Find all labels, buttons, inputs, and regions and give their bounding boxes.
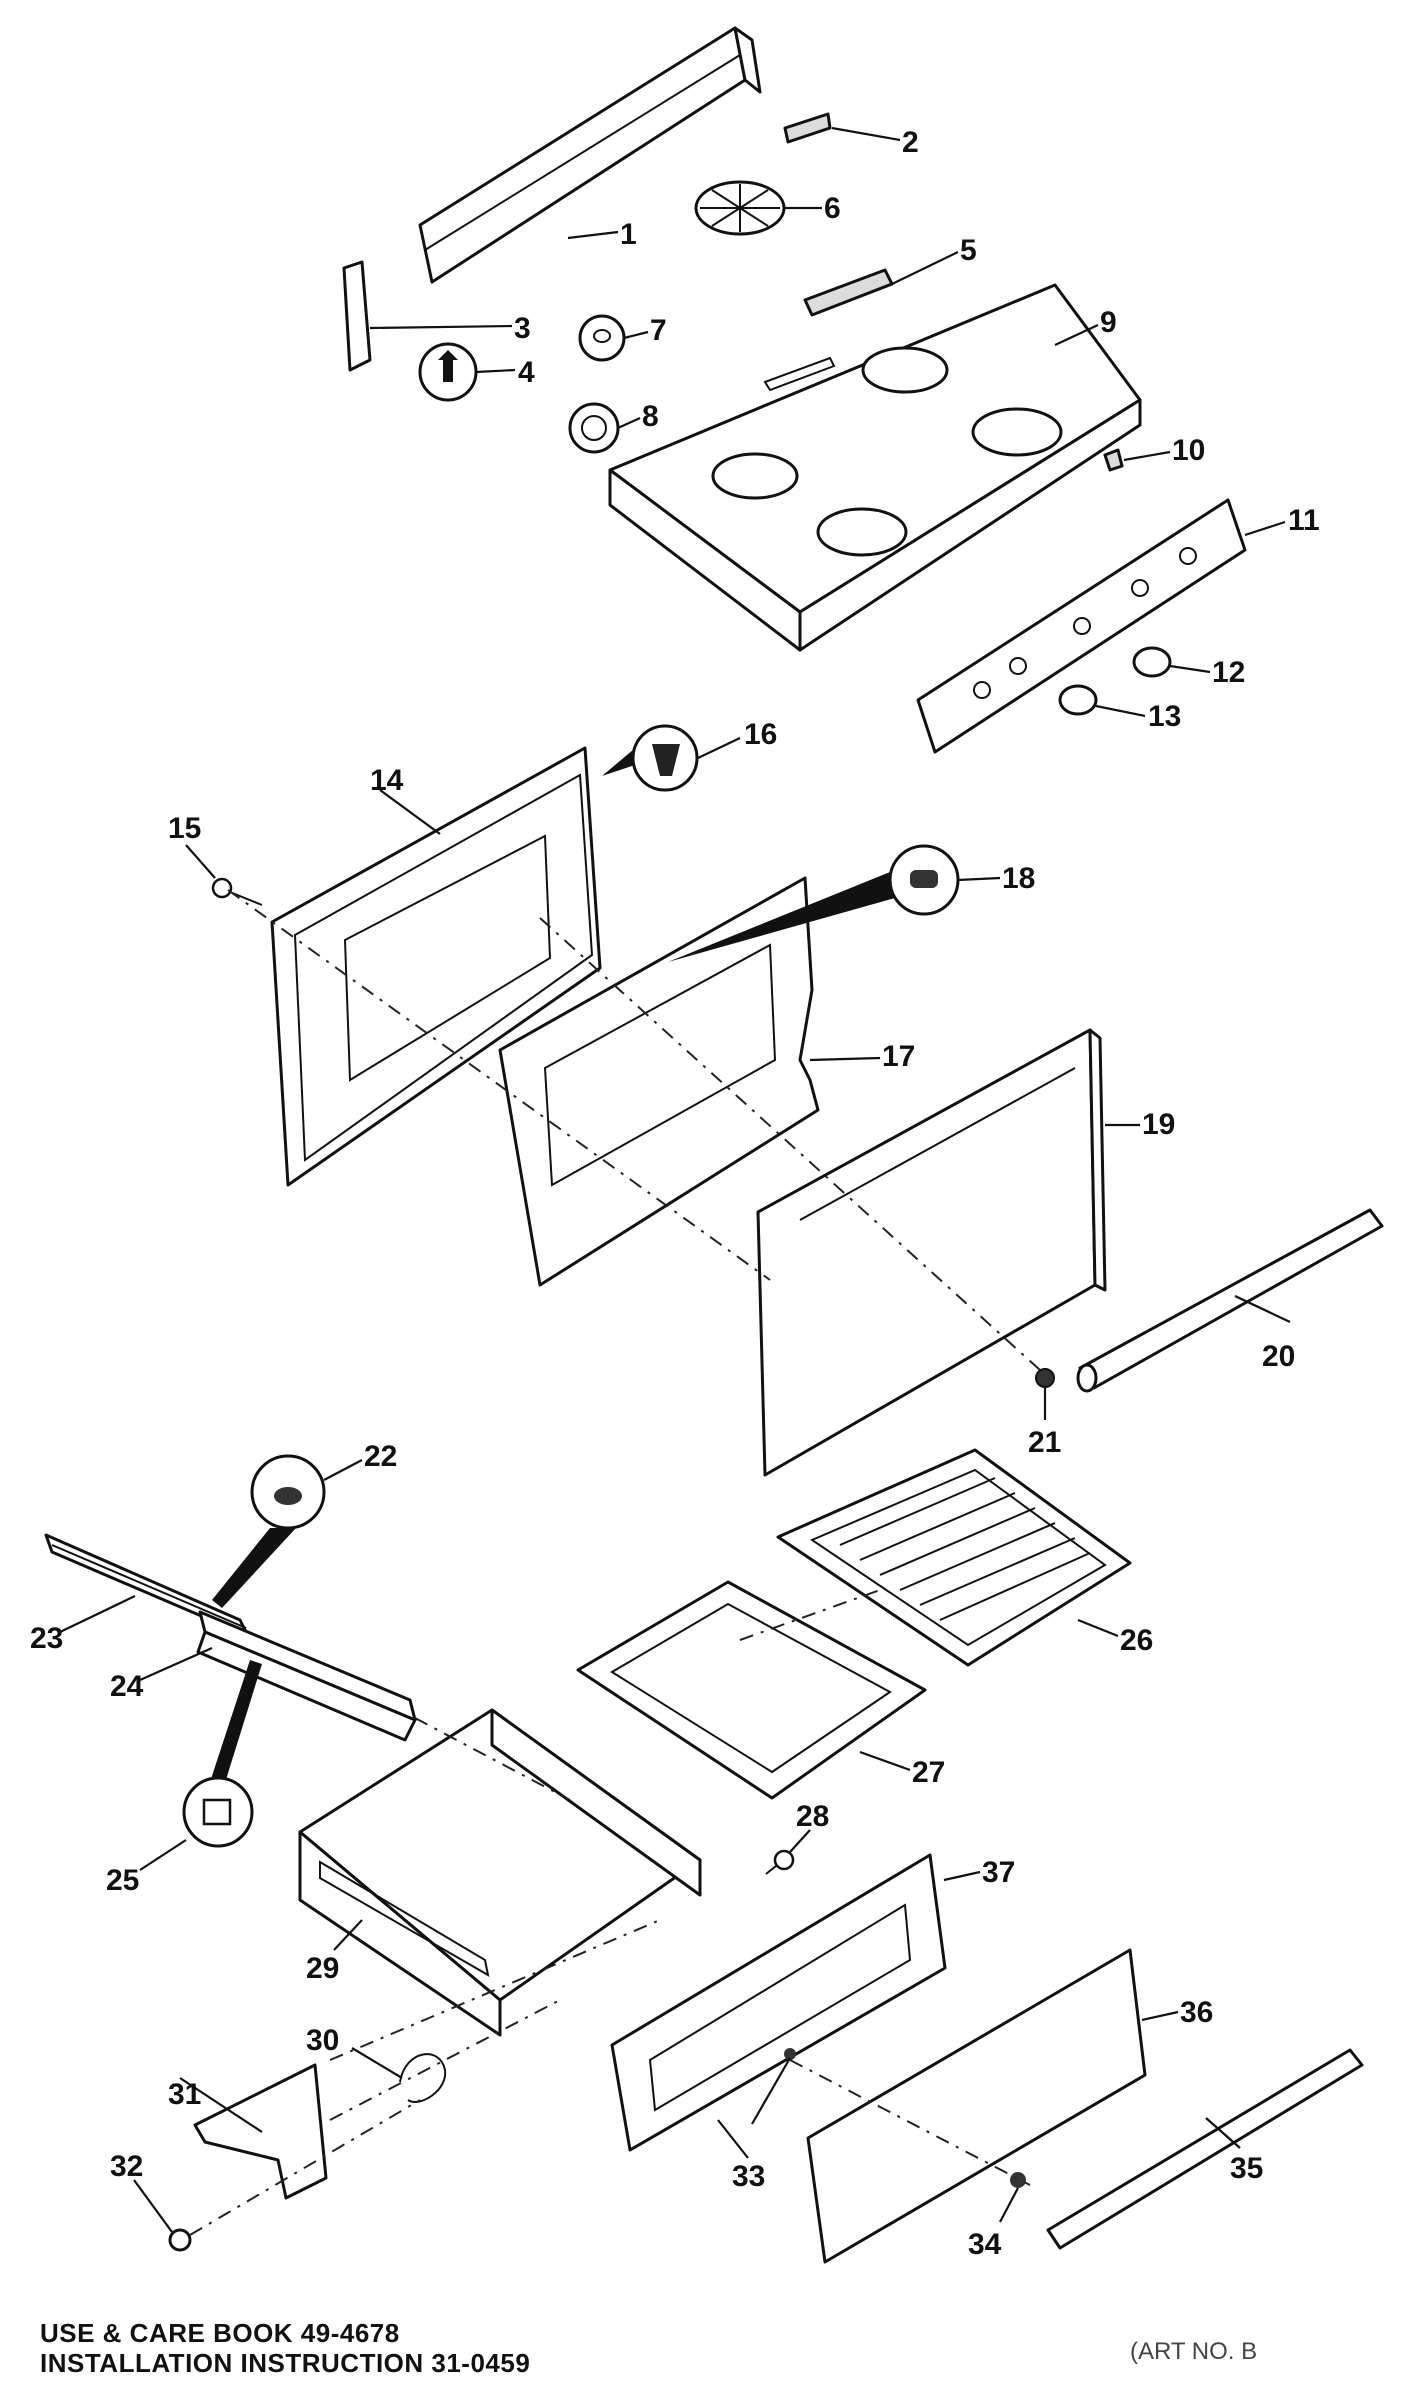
part-11-control-panel xyxy=(916,498,1247,754)
part-35-drawer-handle xyxy=(1046,2048,1364,2250)
part-16-clip-callout xyxy=(602,724,699,792)
label-part-28: 28 xyxy=(796,1800,829,1833)
part-33-nut xyxy=(784,2048,796,2060)
label-part-1: 1 xyxy=(620,218,637,251)
label-part-26: 26 xyxy=(1120,1624,1153,1657)
art-number-reference: (ART NO. B xyxy=(1130,2338,1258,2365)
label-part-19: 19 xyxy=(1142,1108,1175,1141)
label-part-35: 35 xyxy=(1230,2152,1263,2185)
part-37-drawer-inner-front xyxy=(610,1853,947,2152)
part-24-slide xyxy=(196,1610,417,1742)
label-part-8: 8 xyxy=(642,400,659,433)
label-part-7: 7 xyxy=(650,314,667,347)
part-2-clip xyxy=(783,112,832,144)
label-part-5: 5 xyxy=(960,234,977,267)
label-part-29: 29 xyxy=(306,1952,339,1985)
label-part-21: 21 xyxy=(1028,1426,1061,1459)
part-34-nut xyxy=(1010,2172,1026,2188)
label-part-27: 27 xyxy=(912,1756,945,1789)
part-29-drawer-body xyxy=(298,1708,702,2037)
leader-lines xyxy=(59,126,1291,2233)
part-20-door-handle xyxy=(1076,1208,1384,1393)
label-part-13: 13 xyxy=(1148,700,1181,733)
use-care-book-reference: USE & CARE BOOK 49-4678 xyxy=(40,2318,400,2348)
part-19-outer-door-panel xyxy=(756,1028,1107,1477)
part-32-washer xyxy=(168,2228,192,2252)
label-part-25: 25 xyxy=(106,1864,139,1897)
label-part-10: 10 xyxy=(1172,434,1205,467)
part-21-nut xyxy=(1035,1368,1055,1388)
part-backsplash xyxy=(418,26,762,284)
alignment-lines xyxy=(189,889,1041,2236)
label-part-11: 11 xyxy=(1288,504,1320,537)
part-number-labels: 1 2 3 4 5 6 7 8 9 10 11 12 13 14 15 16 1… xyxy=(30,126,1320,2261)
label-part-23: 23 xyxy=(30,1622,63,1655)
label-part-16: 16 xyxy=(744,718,777,751)
part-13-knob xyxy=(1058,684,1098,716)
part-8-burner-head-callout xyxy=(568,402,620,454)
part-3-end-cap xyxy=(342,260,372,372)
part-28-screw xyxy=(765,1849,795,1875)
label-part-22: 22 xyxy=(364,1440,397,1473)
label-part-14: 14 xyxy=(370,764,404,797)
part-6-burner-grate xyxy=(694,180,786,236)
part-36-drawer-front-panel xyxy=(806,1948,1147,2264)
part-7-cap-callout xyxy=(578,314,626,362)
label-part-36: 36 xyxy=(1180,1996,1213,2029)
label-part-30: 30 xyxy=(306,2024,339,2057)
part-10-clip xyxy=(1103,448,1124,472)
label-part-9: 9 xyxy=(1100,306,1117,339)
part-18-hinge-pin-callout xyxy=(668,844,960,962)
part-15-screw xyxy=(211,877,263,906)
label-part-34: 34 xyxy=(968,2228,1002,2261)
part-26-broiler-grid xyxy=(776,1448,1132,1667)
part-9-cooktop xyxy=(608,283,1142,652)
part-4-screw-callout xyxy=(418,342,478,402)
label-part-37: 37 xyxy=(982,1856,1015,1889)
label-part-3: 3 xyxy=(514,312,531,345)
part-14-door-frame xyxy=(270,746,602,1187)
label-part-12: 12 xyxy=(1212,656,1245,689)
label-part-31: 31 xyxy=(168,2078,201,2111)
label-part-15: 15 xyxy=(168,812,201,845)
part-17-door-liner xyxy=(498,876,820,1287)
label-part-33: 33 xyxy=(732,2160,765,2193)
label-part-17: 17 xyxy=(882,1040,915,1073)
part-30-spring-clip xyxy=(399,2053,447,2103)
label-part-20: 20 xyxy=(1262,1340,1295,1373)
label-part-18: 18 xyxy=(1002,862,1035,895)
installation-instruction-reference: INSTALLATION INSTRUCTION 31-0459 xyxy=(40,2348,531,2378)
label-part-24: 24 xyxy=(110,1670,144,1703)
label-part-2: 2 xyxy=(902,126,919,159)
label-part-6: 6 xyxy=(824,192,841,225)
part-27-broiler-pan xyxy=(576,1580,927,1800)
label-part-32: 32 xyxy=(110,2150,143,2183)
part-12-knob xyxy=(1132,646,1172,678)
part-5-vent-trim xyxy=(803,268,894,317)
label-part-4: 4 xyxy=(518,356,535,389)
part-25-stop-callout xyxy=(182,1660,262,1848)
part-22-roller-callout xyxy=(212,1454,326,1608)
